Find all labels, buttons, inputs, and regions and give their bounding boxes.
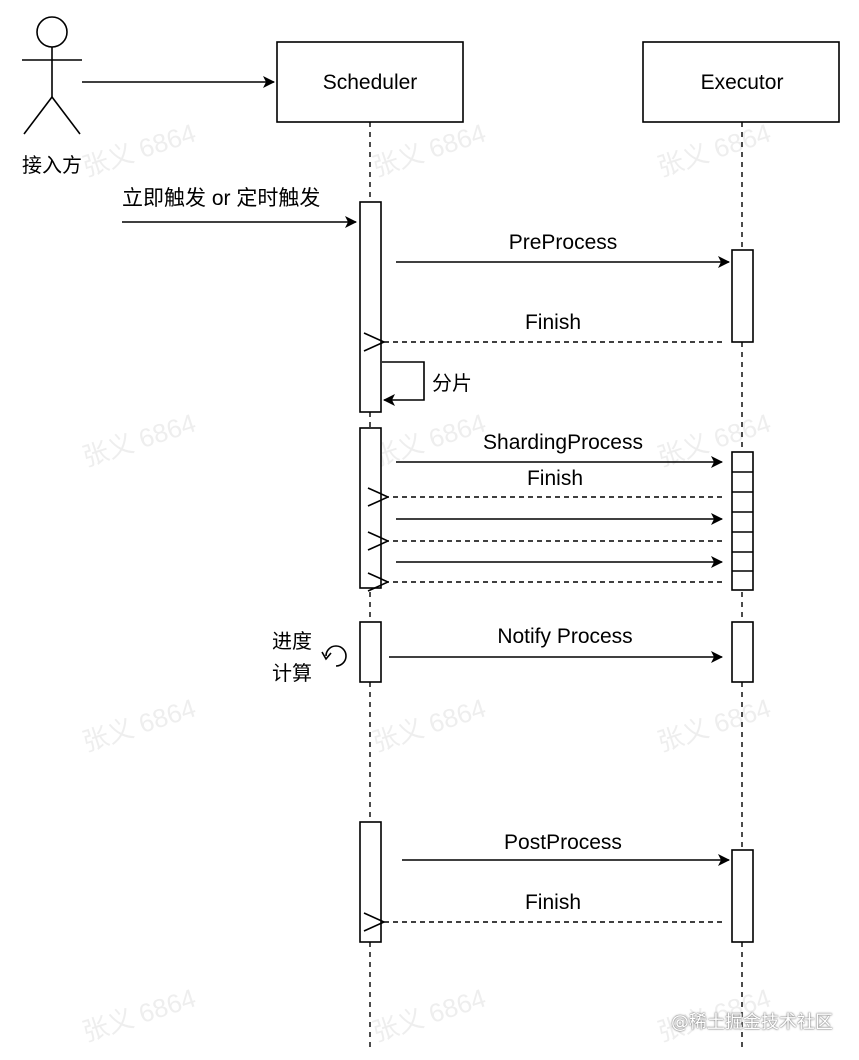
- shard-self-call: [382, 361, 425, 406]
- preprocess-label: PreProcess: [509, 231, 618, 254]
- scheduler-label: Scheduler: [323, 71, 418, 94]
- executor-box: [642, 41, 840, 123]
- actor-leg-left: [23, 96, 53, 135]
- finish-label-3: Finish: [525, 891, 581, 914]
- progress-label-line2: 计算: [272, 662, 312, 685]
- actor-leg-right: [51, 96, 81, 135]
- trigger-label: 立即触发 or 定时触发: [122, 187, 320, 210]
- progress-label-line1: 进度: [272, 630, 312, 653]
- sharding-label: ShardingProcess: [483, 431, 643, 454]
- actor-head: [36, 16, 68, 48]
- scheduler-activation-2: [359, 427, 382, 589]
- scheduler-activation-1: [359, 201, 382, 413]
- actor-label: 接入方: [22, 154, 82, 177]
- finish-label-2: Finish: [527, 467, 583, 490]
- scheduler-activation-4: [359, 821, 382, 943]
- scheduler-box: [276, 41, 464, 123]
- finish-label-1: Finish: [525, 311, 581, 334]
- shard-self-label: 分片: [432, 372, 472, 395]
- postprocess-label: PostProcess: [504, 831, 622, 854]
- footer-brand: @稀土掘金技术社区: [671, 1012, 833, 1033]
- actor-figure: [22, 16, 82, 135]
- loop-icon: [325, 645, 347, 667]
- loop-icon-head: [321, 651, 332, 661]
- executor-activation-3: [731, 621, 754, 683]
- executor-activation-1: [731, 249, 754, 343]
- scheduler-activation-3: [359, 621, 382, 683]
- executor-activation-2: [731, 451, 754, 591]
- notify-label: Notify Process: [497, 625, 632, 648]
- executor-activation-4: [731, 849, 754, 943]
- executor-label: Executor: [701, 71, 784, 94]
